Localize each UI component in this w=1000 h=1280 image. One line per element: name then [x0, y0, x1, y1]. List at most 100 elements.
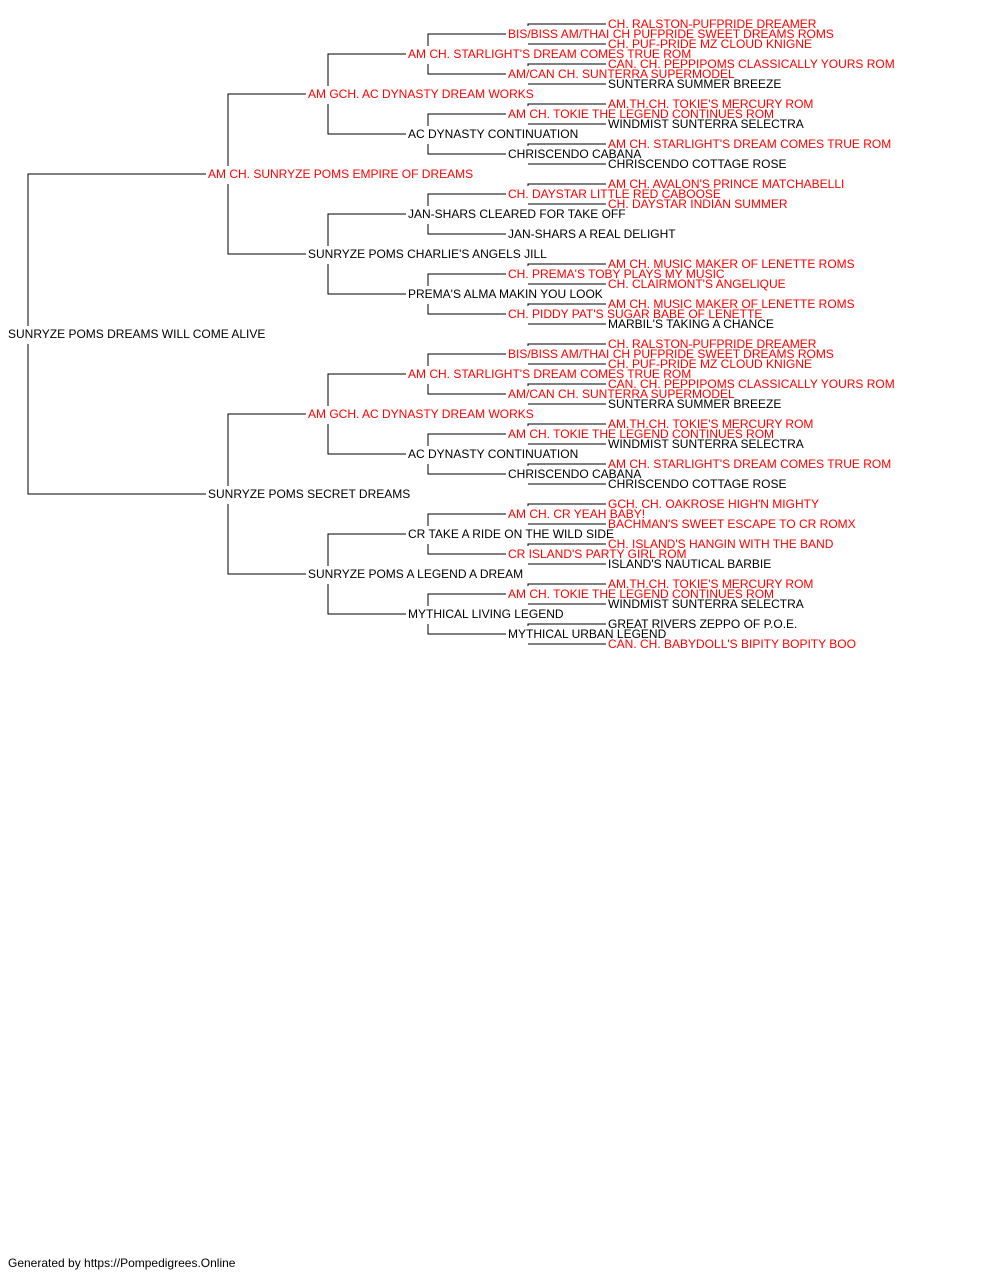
- great-grandparent-dam-connector: [327, 264, 406, 295]
- gen4-ancestor-dam-name: CHRISCENDO CABANA: [508, 467, 641, 481]
- gen4-ancestor-dam-connector: [427, 544, 506, 555]
- gen5-ancestor-sire-connector: [527, 463, 606, 466]
- gen4-ancestor-dam-connector: [427, 624, 506, 635]
- gen4-ancestor-sire-name: CH. DAYSTAR LITTLE RED CABOOSE: [508, 187, 721, 201]
- parent-dam-name: SUNRYZE POMS SECRET DREAMS: [208, 487, 410, 501]
- gen5-ancestor-dam-name: CHRISCENDO COTTAGE ROSE: [608, 477, 786, 491]
- gen4-ancestor-dam-name: CHRISCENDO CABANA: [508, 147, 641, 161]
- gen4-ancestor-sire-name: AM CH. TOKIE THE LEGEND CONTINUES ROM: [508, 427, 774, 441]
- great-grandparent-sire-name: AM CH. STARLIGHT'S DREAM COMES TRUE ROM: [408, 47, 691, 61]
- gen5-ancestor-sire-name: AM.TH.CH. TOKIE'S MERCURY ROM: [608, 577, 813, 591]
- great-grandparent-dam-connector: [327, 584, 406, 615]
- great-grandparent-sire-name: AM CH. STARLIGHT'S DREAM COMES TRUE ROM: [408, 367, 691, 381]
- great-grandparent-sire-connector: [327, 213, 406, 246]
- grandparent-sire-connector: [227, 93, 306, 166]
- gen4-ancestor-sire-name: AM CH. TOKIE THE LEGEND CONTINUES ROM: [508, 587, 774, 601]
- gen5-ancestor-sire-name: CH. RALSTON-PUFPRIDE DREAMER: [608, 17, 817, 31]
- gen4-ancestor-sire-name: CH. PREMA'S TOBY PLAYS MY MUSIC: [508, 267, 725, 281]
- gen5-ancestor-dam-name: WINDMIST SUNTERRA SELECTRA: [608, 597, 804, 611]
- gen4-ancestor-sire-connector: [427, 33, 506, 46]
- gen5-ancestor-sire-name: AM CH. STARLIGHT'S DREAM COMES TRUE ROM: [608, 137, 891, 151]
- gen5-ancestor-sire-connector: [527, 63, 606, 66]
- gen5-ancestor-sire-connector: [527, 143, 606, 146]
- great-grandparent-sire-connector: [327, 533, 406, 566]
- gen5-ancestor-dam-name: WINDMIST SUNTERRA SELECTRA: [608, 437, 804, 451]
- gen5-ancestor-sire-name: AM.TH.CH. TOKIE'S MERCURY ROM: [608, 97, 813, 111]
- gen5-ancestor-dam-name: WINDMIST SUNTERRA SELECTRA: [608, 117, 804, 131]
- gen4-ancestor-dam-name: CH. PIDDY PAT'S SUGAR BABE OF LENETTE: [508, 307, 762, 321]
- great-grandparent-dam-connector: [327, 424, 406, 455]
- gen4-ancestor-sire-connector: [427, 433, 506, 446]
- gen4-ancestor-dam-name: CR ISLAND'S PARTY GIRL ROM: [508, 547, 687, 561]
- parent-dam-connector: [27, 344, 206, 495]
- gen5-ancestor-sire-connector: [527, 23, 606, 26]
- gen4-ancestor-dam-name: JAN-SHARS A REAL DELIGHT: [508, 227, 676, 241]
- grandparent-sire-name: AM GCH. AC DYNASTY DREAM WORKS: [308, 87, 534, 101]
- gen5-ancestor-sire-name: CAN. CH. PEPPIPOMS CLASSICALLY YOURS ROM: [608, 57, 895, 71]
- gen5-ancestor-sire-name: CAN. CH. PEPPIPOMS CLASSICALLY YOURS ROM: [608, 377, 895, 391]
- gen5-ancestor-sire-connector: [527, 343, 606, 346]
- gen4-ancestor-sire-name: AM CH. CR YEAH BABY!: [508, 507, 645, 521]
- gen4-ancestor-sire-name: AM CH. TOKIE THE LEGEND CONTINUES ROM: [508, 107, 774, 121]
- gen5-ancestor-sire-name: CH. RALSTON-PUFPRIDE DREAMER: [608, 337, 817, 351]
- gen4-ancestor-dam-connector: [427, 304, 506, 315]
- gen5-ancestor-sire-connector: [527, 103, 606, 106]
- gen5-ancestor-sire-connector: [527, 263, 606, 266]
- gen4-ancestor-sire-name: BIS/BISS AM/THAI CH PUFPRIDE SWEET DREAM…: [508, 347, 834, 361]
- great-grandparent-sire-name: JAN-SHARS CLEARED FOR TAKE OFF: [408, 207, 626, 221]
- great-grandparent-sire-name: CR TAKE A RIDE ON THE WILD SIDE: [408, 527, 614, 541]
- gen5-ancestor-sire-connector: [527, 583, 606, 586]
- gen5-ancestor-sire-name: GREAT RIVERS ZEPPO OF P.O.E.: [608, 617, 797, 631]
- great-grandparent-dam-name: MYTHICAL LIVING LEGEND: [408, 607, 564, 621]
- gen5-ancestor-sire-name: AM CH. MUSIC MAKER OF LENETTE ROMS: [608, 257, 855, 271]
- gen5-ancestor-sire-connector: [527, 623, 606, 626]
- parent-sire-name: AM CH. SUNRYZE POMS EMPIRE OF DREAMS: [208, 167, 473, 181]
- generated-by-footer: Generated by https://Pompedigrees.Online: [8, 1256, 236, 1270]
- grandparent-sire-name: AM GCH. AC DYNASTY DREAM WORKS: [308, 407, 534, 421]
- gen4-ancestor-dam-connector: [427, 464, 506, 475]
- gen4-ancestor-dam-name: AM/CAN CH. SUNTERRA SUPERMODEL: [508, 67, 735, 81]
- gen5-ancestor-sire-name: CH. ISLAND'S HANGIN WITH THE BAND: [608, 537, 834, 551]
- gen5-ancestor-sire-name: AM CH. MUSIC MAKER OF LENETTE ROMS: [608, 297, 855, 311]
- gen4-ancestor-sire-connector: [427, 273, 506, 286]
- gen5-ancestor-sire-name: AM.TH.CH. TOKIE'S MERCURY ROM: [608, 417, 813, 431]
- great-grandparent-sire-connector: [327, 373, 406, 406]
- great-grandparent-dam-name: PREMA'S ALMA MAKIN YOU LOOK: [408, 287, 603, 301]
- gen4-ancestor-dam-name: AM/CAN CH. SUNTERRA SUPERMODEL: [508, 387, 735, 401]
- gen5-ancestor-sire-connector: [527, 183, 606, 186]
- gen5-ancestor-sire-connector: [527, 383, 606, 386]
- gen4-ancestor-sire-connector: [427, 113, 506, 126]
- gen5-ancestor-dam-name: MARBIL'S TAKING A CHANCE: [608, 317, 774, 331]
- gen4-ancestor-sire-connector: [427, 593, 506, 606]
- grandparent-dam-name: SUNRYZE POMS A LEGEND A DREAM: [308, 567, 523, 581]
- gen4-ancestor-dam-connector: [427, 224, 506, 235]
- grandparent-dam-connector: [227, 504, 306, 575]
- gen4-ancestor-sire-name: BIS/BISS AM/THAI CH PUFPRIDE SWEET DREAM…: [508, 27, 834, 41]
- gen4-ancestor-dam-connector: [427, 144, 506, 155]
- gen5-ancestor-dam-name: CH. DAYSTAR INDIAN SUMMER: [608, 197, 788, 211]
- grandparent-dam-connector: [227, 184, 306, 255]
- gen5-ancestor-dam-name: SUNTERRA SUMMER BREEZE: [608, 77, 781, 91]
- great-grandparent-dam-name: AC DYNASTY CONTINUATION: [408, 447, 578, 461]
- grandparent-dam-name: SUNRYZE POMS CHARLIE'S ANGELS JILL: [308, 247, 547, 261]
- gen4-ancestor-sire-connector: [427, 353, 506, 366]
- great-grandparent-dam-name: AC DYNASTY CONTINUATION: [408, 127, 578, 141]
- gen4-ancestor-dam-name: MYTHICAL URBAN LEGEND: [508, 627, 667, 641]
- gen5-ancestor-dam-name: CH. CLAIRMONT'S ANGELIQUE: [608, 277, 786, 291]
- gen4-ancestor-sire-connector: [427, 513, 506, 526]
- gen5-ancestor-dam-name: SUNTERRA SUMMER BREEZE: [608, 397, 781, 411]
- gen5-ancestor-sire-connector: [527, 303, 606, 306]
- gen5-ancestor-sire-connector: [527, 503, 606, 506]
- dog-self-name: SUNRYZE POMS DREAMS WILL COME ALIVE: [8, 327, 265, 341]
- gen5-ancestor-dam-name: BACHMAN'S SWEET ESCAPE TO CR ROMX: [608, 517, 856, 531]
- gen5-ancestor-sire-name: AM CH. STARLIGHT'S DREAM COMES TRUE ROM: [608, 457, 891, 471]
- gen5-ancestor-dam-name: CH. PUF-PRIDE MZ CLOUD KNIGNE: [608, 37, 812, 51]
- gen5-ancestor-sire-connector: [527, 423, 606, 426]
- gen5-ancestor-sire-name: GCH. CH. OAKROSE HIGH'N MIGHTY: [608, 497, 819, 511]
- gen5-ancestor-dam-name: CH. PUF-PRIDE MZ CLOUD KNIGNE: [608, 357, 812, 371]
- gen5-ancestor-sire-name: AM CH. AVALON'S PRINCE MATCHABELLI: [608, 177, 844, 191]
- grandparent-sire-connector: [227, 413, 306, 486]
- great-grandparent-dam-connector: [327, 104, 406, 135]
- gen5-ancestor-dam-name: ISLAND'S NAUTICAL BARBIE: [608, 557, 771, 571]
